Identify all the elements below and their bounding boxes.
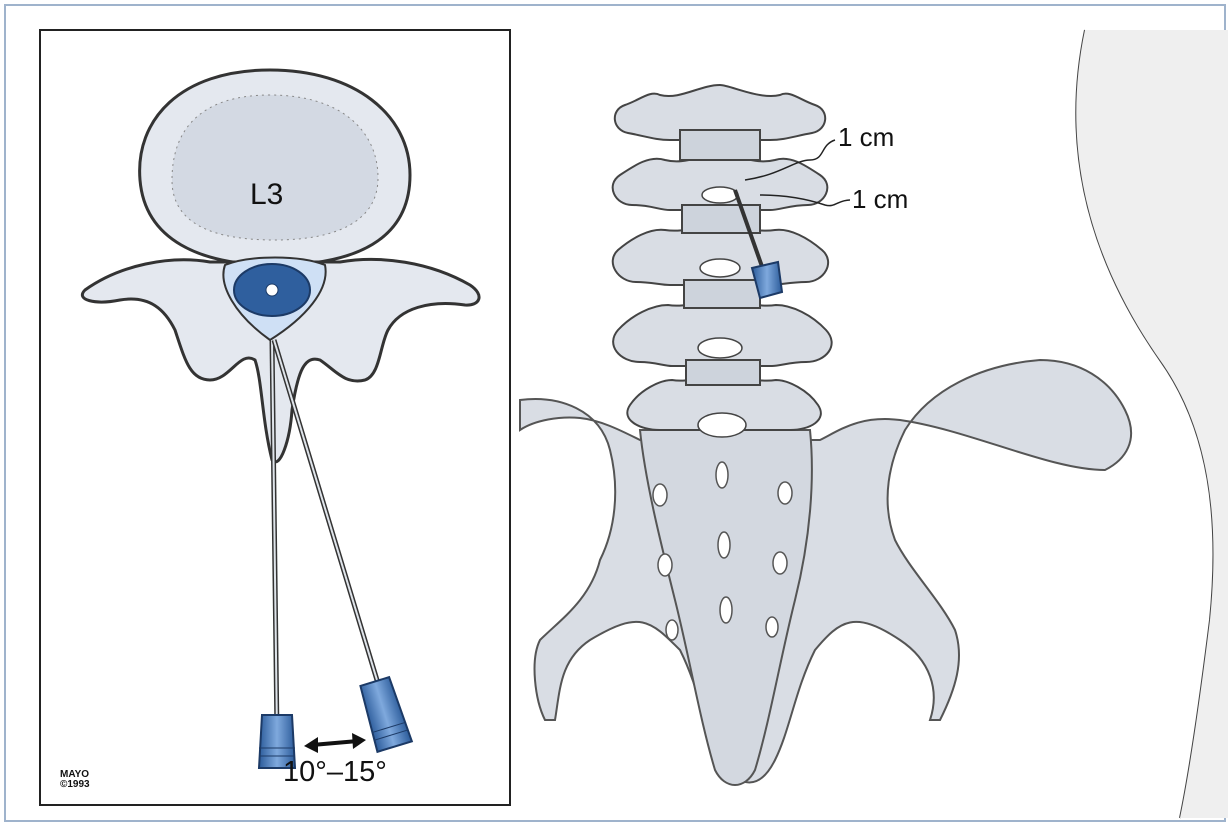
vertebra-label: L3: [250, 178, 283, 212]
mayo-credit: MAYO ©1993: [60, 770, 90, 790]
angle-label: 10°–15°: [283, 756, 387, 789]
axial-view-panel: [40, 30, 510, 805]
mayo-credit-line2: ©1993: [60, 780, 90, 790]
lumbar-spine: [613, 85, 832, 430]
distance-label-2: 1 cm: [852, 184, 908, 215]
pelvis: [520, 360, 1131, 783]
distance-label-1: 1 cm: [838, 122, 894, 153]
